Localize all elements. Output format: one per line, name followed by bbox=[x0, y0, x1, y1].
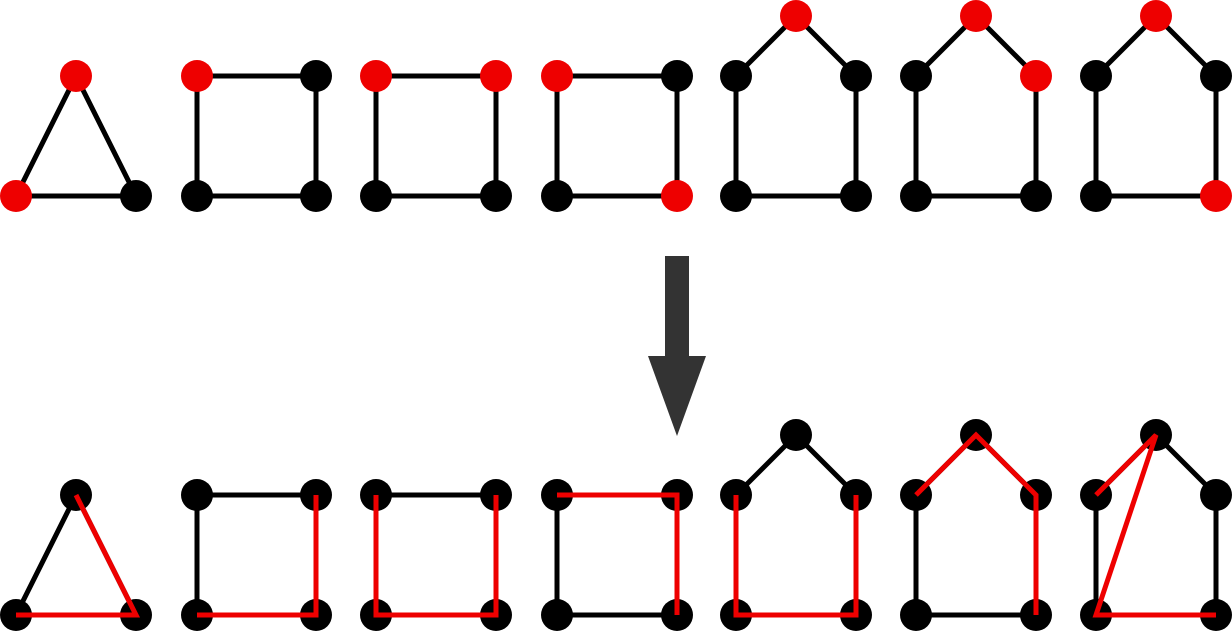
graph-vertex bbox=[300, 60, 332, 92]
highlighted-vertex bbox=[780, 0, 812, 32]
highlighted-vertex bbox=[1200, 180, 1232, 212]
bottom-graph-6 bbox=[900, 419, 1052, 631]
graph-vertex bbox=[1200, 479, 1232, 511]
highlighted-vertex bbox=[960, 0, 992, 32]
top-graph-6 bbox=[900, 0, 1052, 212]
highlighted-vertex bbox=[360, 60, 392, 92]
top-graph-4 bbox=[541, 60, 693, 212]
graph-vertex bbox=[300, 180, 332, 212]
graph-vertex bbox=[360, 180, 392, 212]
graph-vertex bbox=[900, 180, 932, 212]
graph-vertex bbox=[720, 180, 752, 212]
highlighted-vertex bbox=[661, 180, 693, 212]
graph-vertex bbox=[480, 180, 512, 212]
graph-vertex bbox=[900, 599, 932, 631]
highlighted-path bbox=[557, 492, 680, 615]
top-graph-5 bbox=[720, 0, 872, 212]
highlighted-path bbox=[1092, 433, 1216, 618]
graph-edge bbox=[13, 73, 79, 199]
highlighted-path bbox=[197, 495, 319, 618]
highlighted-vertex bbox=[541, 60, 573, 92]
highlighted-path bbox=[914, 431, 1039, 615]
graph-vertex bbox=[840, 180, 872, 212]
graph-vertex bbox=[720, 60, 752, 92]
top-graph-7 bbox=[1080, 0, 1232, 212]
bottom-graph-5 bbox=[720, 419, 872, 631]
graph-edge bbox=[13, 492, 79, 618]
graph-vertex bbox=[541, 180, 573, 212]
highlighted-vertex bbox=[1020, 60, 1052, 92]
highlighted-path bbox=[16, 493, 141, 618]
graph-vertex bbox=[661, 60, 693, 92]
graph-vertex bbox=[181, 180, 213, 212]
graph-vertex bbox=[1200, 60, 1232, 92]
graph-vertex bbox=[1080, 60, 1112, 92]
highlighted-vertex bbox=[0, 180, 32, 212]
graph-vertex bbox=[840, 60, 872, 92]
down-arrow-shaft bbox=[665, 256, 689, 358]
highlighted-path bbox=[733, 495, 859, 618]
top-row-graphs bbox=[0, 0, 1232, 212]
transformation-arrow bbox=[648, 256, 706, 436]
top-graph-3 bbox=[360, 60, 512, 212]
bottom-row-graphs bbox=[0, 419, 1232, 631]
bottom-graph-4 bbox=[541, 479, 693, 631]
down-arrow-icon bbox=[648, 356, 706, 436]
highlighted-vertex bbox=[181, 60, 213, 92]
bottom-graph-3 bbox=[360, 479, 512, 631]
top-graph-1 bbox=[0, 60, 152, 212]
graph-edge bbox=[73, 73, 139, 199]
bottom-graph-2 bbox=[181, 479, 332, 631]
bottom-graph-7 bbox=[1080, 419, 1232, 631]
bottom-graph-1 bbox=[0, 479, 152, 631]
highlighted-vertex bbox=[60, 60, 92, 92]
graph-vertex bbox=[1080, 180, 1112, 212]
graph-vertex bbox=[181, 479, 213, 511]
graph-vertex bbox=[541, 599, 573, 631]
graph-vertex bbox=[1020, 180, 1052, 212]
highlighted-vertex bbox=[480, 60, 512, 92]
graph-vertex bbox=[900, 60, 932, 92]
graph-vertex bbox=[780, 419, 812, 451]
highlighted-vertex bbox=[1140, 0, 1172, 32]
top-graph-2 bbox=[181, 60, 332, 212]
graph-vertex bbox=[120, 180, 152, 212]
highlighted-path bbox=[373, 495, 499, 618]
